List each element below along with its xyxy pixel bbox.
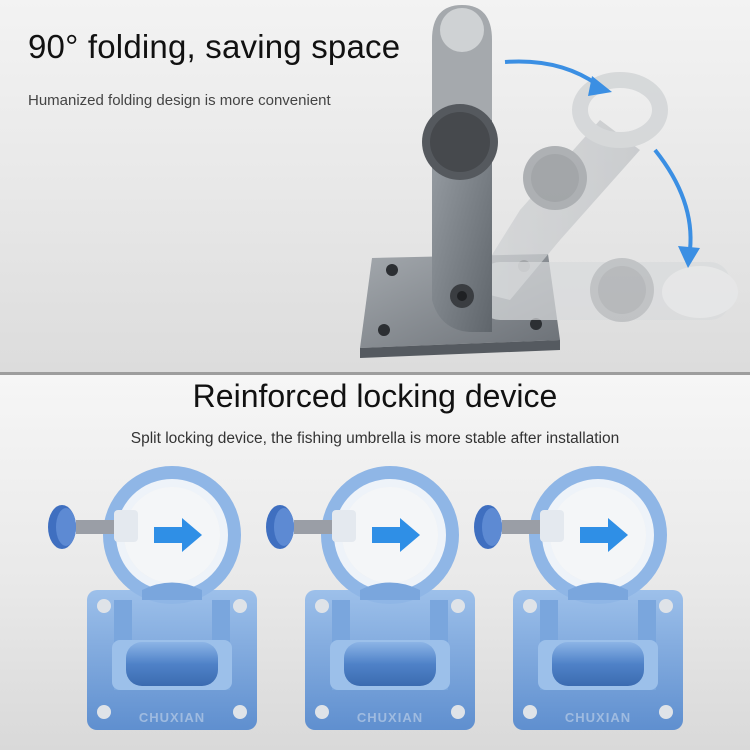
- brand-mark-1: CHUXIAN: [139, 710, 205, 725]
- ghost-arm-mid: [470, 72, 668, 300]
- ghost-arm-flat: [480, 258, 738, 322]
- panel-divider: [0, 372, 750, 375]
- folding-headline: 90° folding, saving space: [28, 28, 401, 65]
- locking-headline: Reinforced locking device: [192, 378, 558, 414]
- folding-subtext: Humanized folding design is more conveni…: [28, 92, 331, 109]
- clamp-3: CHUXIAN: [474, 473, 683, 730]
- clamp-1: CHUXIAN: [48, 473, 257, 730]
- brand-mark-3: CHUXIAN: [565, 710, 631, 725]
- folding-illustration: [360, 5, 738, 358]
- brand-mark-2: CHUXIAN: [357, 710, 423, 725]
- locking-subtext: Split locking device, the fishing umbrel…: [130, 430, 620, 447]
- upright-arm: [422, 5, 498, 332]
- rotation-arrow: [504, 59, 700, 268]
- clamp-2: CHUXIAN: [266, 473, 475, 730]
